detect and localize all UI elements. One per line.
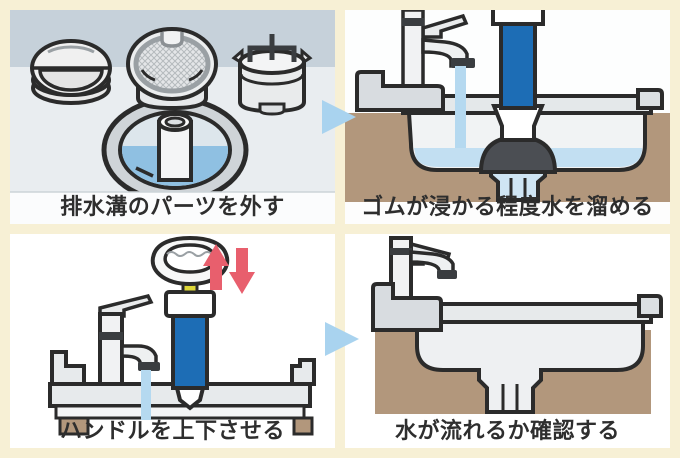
step-2-caption: ゴムが浸かる程度水を溜める <box>361 195 654 220</box>
drain-opening <box>101 96 249 204</box>
step-3-panel: ハンドルを上下させる <box>10 234 335 448</box>
step-1-caption: 排水溝のパーツを外す <box>60 195 285 220</box>
step-4-panel: 水が流れるか確認する <box>345 234 670 448</box>
sink <box>409 302 653 414</box>
down-arrow-icon <box>229 248 255 294</box>
water-stream <box>455 66 466 152</box>
drain-parts-illustration <box>10 10 335 224</box>
drain-pipe <box>501 384 519 410</box>
next-step-arrow-icon <box>325 322 359 356</box>
trap-cup <box>231 34 313 116</box>
step-1-panel: 排水溝のパーツを外す <box>10 10 335 224</box>
plunger-cylinder <box>499 20 537 110</box>
up-down-arrows <box>203 244 255 294</box>
drain-cover <box>30 39 112 105</box>
step-3-caption: ハンドルを上下させる <box>59 419 285 444</box>
rubber-cup <box>478 134 558 174</box>
plunger-cylinder <box>171 312 209 390</box>
up-arrow-icon <box>203 244 229 290</box>
sink-right-edge <box>636 88 664 110</box>
faucet-deck <box>371 282 443 332</box>
fill-water-illustration <box>345 10 670 224</box>
sink-right-edge <box>637 294 663 318</box>
pump-handle-illustration <box>10 234 335 448</box>
step-4-caption: 水が流れるか確認する <box>394 419 620 444</box>
plunger <box>478 10 558 174</box>
strainer-basket <box>126 27 218 111</box>
faucet <box>98 293 160 386</box>
step-2-panel: ゴムが浸かる程度水を溜める <box>345 10 670 224</box>
water-stream <box>141 370 151 420</box>
steps-grid: 排水溝のパーツを外す <box>10 10 670 448</box>
next-step-arrow-icon <box>322 100 356 134</box>
check-drain-illustration <box>345 234 670 448</box>
faucet-deck <box>355 70 445 112</box>
plunger <box>150 235 230 411</box>
faucet <box>389 236 457 302</box>
